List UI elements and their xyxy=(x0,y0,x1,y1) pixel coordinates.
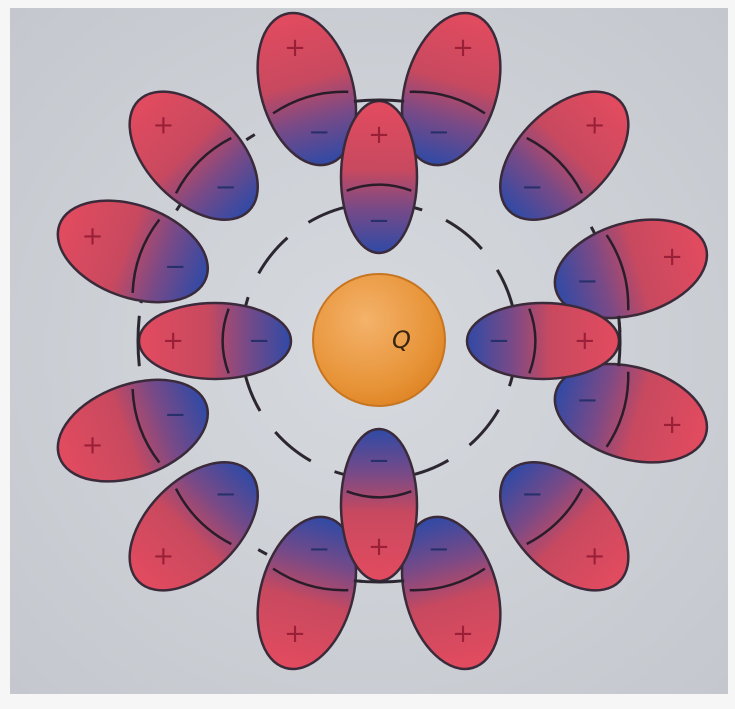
inner-dipole-cap-arc xyxy=(617,315,622,367)
charge-sphere xyxy=(312,273,446,407)
dipole-divider-line xyxy=(526,488,584,546)
dipole-body xyxy=(256,515,358,671)
inner-dipole-2: +− xyxy=(137,301,293,381)
dipole-divider-line xyxy=(174,488,232,546)
outer-dipole-10: +− xyxy=(256,515,358,671)
dipole-divider-line xyxy=(605,371,630,448)
plus-sign: + xyxy=(452,619,474,649)
plus-sign: + xyxy=(661,242,683,272)
outer-dipole-3: +− xyxy=(128,90,259,221)
dipole-divider-line xyxy=(528,308,537,374)
plus-sign: + xyxy=(152,542,174,572)
minus-sign: − xyxy=(368,446,390,476)
plus-sign: + xyxy=(82,430,104,460)
dipole-divider-line xyxy=(272,567,349,592)
outer-dipole-6: +− xyxy=(499,90,630,221)
outer-dipole-12: +− xyxy=(56,378,210,483)
minus-sign: − xyxy=(215,479,237,509)
inner-dipole-4: +− xyxy=(339,427,419,583)
plus-sign: + xyxy=(368,120,390,150)
dipole-divider-line xyxy=(526,136,584,194)
inner-dipole-cap-arc xyxy=(136,315,141,367)
plus-sign: + xyxy=(584,542,606,572)
dipole-divider-line xyxy=(131,218,161,293)
dipole-body xyxy=(553,362,709,464)
minus-sign: − xyxy=(577,386,599,416)
outer-dipole-5: +− xyxy=(553,218,709,320)
plus-sign: + xyxy=(661,410,683,440)
plus-sign: + xyxy=(368,532,390,562)
plus-sign: + xyxy=(162,326,184,356)
minus-sign: − xyxy=(308,534,330,564)
dipole-body xyxy=(128,90,259,221)
dipole-divider-line xyxy=(409,90,486,115)
minus-sign: − xyxy=(521,173,543,203)
dipole-body xyxy=(400,11,502,167)
outer-dipole-4: +− xyxy=(56,199,210,304)
plus-sign: + xyxy=(284,619,306,649)
dipole-divider-line xyxy=(409,567,486,592)
dipoles-group: +−+−+−+−+−+−+−+−+−+−+−+−+−+−+−+− xyxy=(56,11,709,671)
minus-sign: − xyxy=(428,534,450,564)
inner-dipole-3: +− xyxy=(465,301,621,381)
inner-dipole-cap-arc xyxy=(353,98,405,103)
outer-dipole-8: +− xyxy=(499,461,630,592)
plus-sign: + xyxy=(152,110,174,140)
dipole-body xyxy=(56,199,210,304)
minus-sign: − xyxy=(488,326,510,356)
minus-sign: − xyxy=(577,266,599,296)
dipole-body xyxy=(499,90,630,221)
inner-dipole-1: +− xyxy=(339,99,419,255)
minus-sign: − xyxy=(308,118,330,148)
central-charge: Q xyxy=(312,273,446,407)
dipole-body xyxy=(56,378,210,483)
dipole-divider-line xyxy=(174,136,232,194)
minus-sign: − xyxy=(248,326,270,356)
minus-sign: − xyxy=(521,479,543,509)
outer-dipole-2: +− xyxy=(256,11,358,167)
dipole-divider-line xyxy=(346,490,412,499)
dipole-divider-line xyxy=(221,308,230,374)
charge-label: Q xyxy=(392,326,411,354)
dipole-divider-line xyxy=(131,389,161,464)
plus-sign: + xyxy=(284,33,306,63)
plus-sign: + xyxy=(584,110,606,140)
minus-sign: − xyxy=(164,400,186,430)
dipole-divider-line xyxy=(605,234,630,311)
outer-dipole-9: +− xyxy=(400,515,502,671)
outer-dipole-1: +− xyxy=(400,11,502,167)
inner-dipole-cap-arc xyxy=(353,579,405,584)
plus-sign: + xyxy=(452,33,474,63)
minus-sign: − xyxy=(164,252,186,282)
outer-dipole-7: +− xyxy=(553,362,709,464)
dipole-divider-line xyxy=(346,183,412,192)
minus-sign: − xyxy=(368,206,390,236)
dipole-divider-line xyxy=(272,90,349,115)
plus-sign: + xyxy=(82,222,104,252)
plus-sign: + xyxy=(574,326,596,356)
minus-sign: − xyxy=(428,118,450,148)
minus-sign: − xyxy=(215,173,237,203)
